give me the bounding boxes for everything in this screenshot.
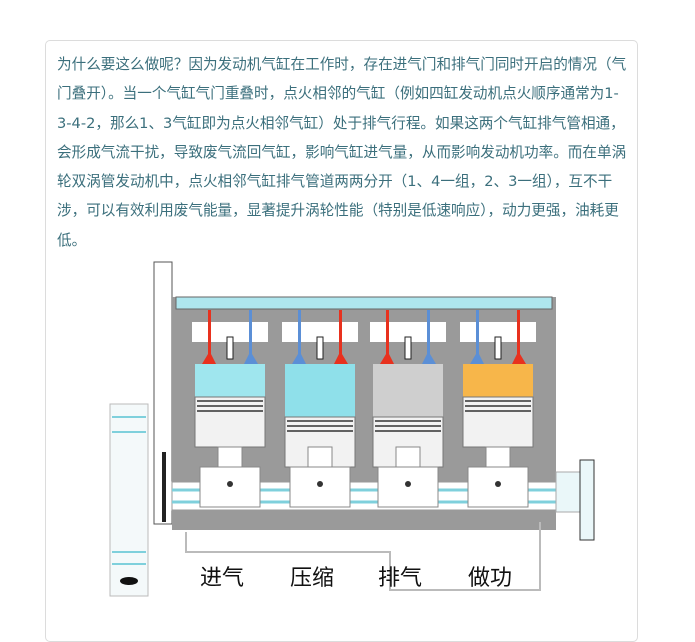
paragraph-line: 低。 <box>57 231 87 249</box>
spark-plug <box>404 336 412 360</box>
exhaust-valve <box>244 310 258 364</box>
stroke-label: 做功 <box>468 566 512 591</box>
combustion-chamber <box>195 364 265 397</box>
paragraph-line: 轮双涡管发动机中，点火相邻气缸排气管道两两分开（1、4一组，2、3一组），互不干 <box>57 173 613 191</box>
exhaust-valve <box>334 310 348 364</box>
engine-diagram: 进气 压缩 排气 做功 <box>109 261 595 597</box>
flywheel <box>109 403 149 597</box>
exhaust-valve <box>422 310 436 364</box>
combustion-chamber <box>285 364 355 417</box>
cylinder-2 <box>282 310 358 508</box>
stroke-label: 压缩 <box>290 566 334 591</box>
spark-plug <box>494 336 502 360</box>
piston <box>462 396 534 448</box>
spark-plug <box>316 336 324 360</box>
stroke-label: 进气 <box>200 566 244 591</box>
cylinder-3 <box>370 310 446 508</box>
paragraph-line: 会形成气流干扰，导致废气流回气缸，影响气缸进气量，从而影响发动机功率。而在单涡 <box>57 143 627 161</box>
intake-valve <box>470 310 484 364</box>
paragraph-line: 门叠开）。当一个气缸气门重叠时，点火相邻的气缸（例如四缸发动机点火顺序通常为1- <box>57 85 619 103</box>
stroke-label: 排气 <box>378 566 422 591</box>
exhaust-valve <box>512 310 526 364</box>
combustion-chamber <box>373 364 443 417</box>
piston <box>194 396 266 448</box>
paragraph-line: 为什么要这么做呢？因为发动机气缸在工作时，存在进气门和排气门同时开启的情况（气 <box>57 56 627 73</box>
intake-valve <box>380 310 394 364</box>
combustion-chamber <box>463 364 533 397</box>
intake-valve <box>292 310 306 364</box>
cylinder-1 <box>192 310 268 508</box>
paragraph-line: 3-4-2，那么1、3气缸即为点火相邻气缸）处于排气行程。如果这两个气缸排气管相… <box>57 114 625 132</box>
intake-valve <box>202 310 216 364</box>
spark-plug <box>226 336 234 360</box>
paragraph-line: 涉，可以有效利用废气能量，显著提升涡轮性能（特别是低速响应），动力更强，油耗更 <box>57 202 619 220</box>
article-paragraph: 为什么要这么做呢？因为发动机气缸在工作时，存在进气门和排气门同时开启的情况（气 … <box>57 50 637 255</box>
cylinder-4 <box>460 310 536 508</box>
